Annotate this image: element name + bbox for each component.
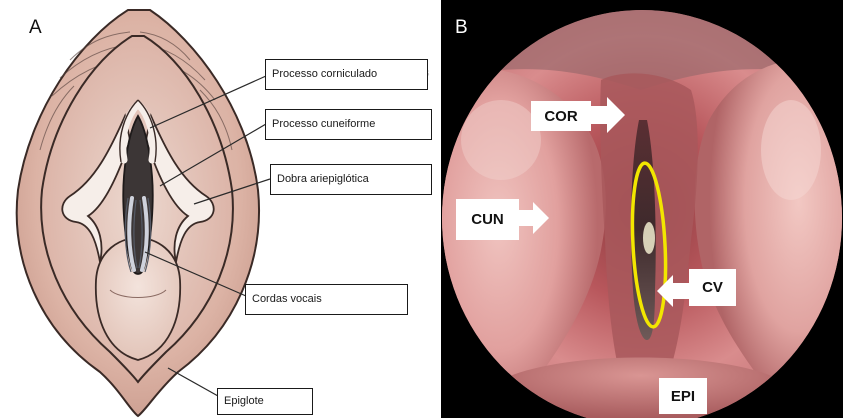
panel-b-endoscopy: B COR CUN CV EPI — [441, 0, 843, 418]
label-cun: CUN — [456, 199, 519, 240]
label-processo-corniculado: Processo corniculado — [265, 59, 428, 90]
label-epiglote: Epiglote — [217, 388, 313, 415]
label-cor: COR — [531, 101, 591, 131]
label-dobra-ariepiglotica: Dobra ariepiglótica — [270, 164, 432, 195]
panel-a-letter: A — [29, 17, 42, 39]
panel-a-illustration: A s Processo corniculado Processo cuneif… — [0, 0, 441, 418]
label-cv: CV — [689, 269, 736, 306]
label-processo-cuneiforme: Processo cuneiforme — [265, 109, 432, 140]
panel-b-letter: B — [455, 17, 468, 39]
label-cordas-vocais: Cordas vocais — [245, 284, 408, 315]
label-epi: EPI — [659, 378, 707, 414]
